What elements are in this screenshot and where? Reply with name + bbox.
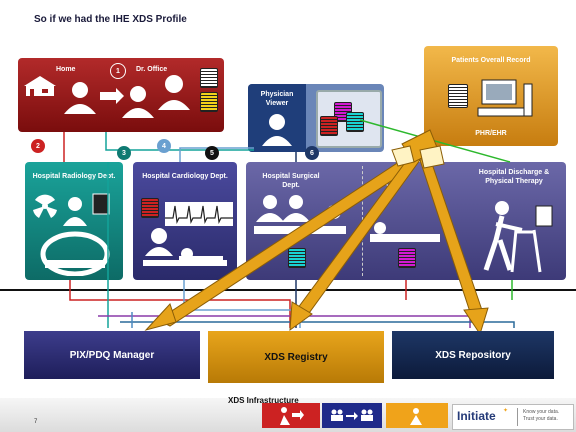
page-number: 7 bbox=[34, 419, 38, 425]
surgical-icu-discharge-panel: Hospital Surgical Dept. U Hospital Disch… bbox=[246, 162, 566, 280]
xds-repository-box: XDS Repository bbox=[392, 331, 554, 379]
home-doctor-office-panel: Home Dr. Office bbox=[18, 58, 224, 132]
surgeon-icon bbox=[256, 195, 284, 222]
step-badge-4: 4 bbox=[157, 139, 171, 153]
xds-source-icon bbox=[419, 145, 445, 169]
logo-tagline: Know your data. Trust your data. bbox=[523, 409, 560, 422]
footer-tile-orange bbox=[386, 403, 448, 428]
scanner-icon bbox=[40, 231, 110, 276]
cardiology-label: Hospital Cardiology Dept. bbox=[142, 173, 228, 180]
computer-icon bbox=[477, 79, 533, 117]
document-icon bbox=[346, 112, 364, 132]
initiate-logo: Initiate ✦ Know your data. Trust your da… bbox=[452, 404, 574, 430]
icu-bed-icon bbox=[370, 234, 440, 242]
pix-pdq-manager-box: PIX/PDQ Manager bbox=[24, 331, 200, 379]
step-badge-2: 2 bbox=[31, 139, 45, 153]
sparkle-icon: ✦ bbox=[503, 408, 509, 414]
document-icon bbox=[398, 248, 416, 268]
document-icon bbox=[92, 193, 110, 215]
xds-source-icon bbox=[391, 145, 415, 167]
phr-ehr-label: PHR/EHR bbox=[475, 130, 507, 137]
flow-line bbox=[179, 147, 254, 162]
footer-tile-blue bbox=[322, 403, 382, 428]
slide-title: So if we had the IHE XDS Profile bbox=[34, 14, 187, 25]
radiology-dept-panel: Hospital Radiology Dept. bbox=[25, 162, 123, 280]
document-icon bbox=[200, 92, 218, 112]
physician-viewer-panel: Physician Viewer bbox=[248, 84, 384, 152]
document-icon bbox=[200, 68, 218, 88]
technician-icon bbox=[68, 197, 82, 211]
xds-registry-box: XDS Registry bbox=[208, 331, 384, 383]
doctor-person-icon bbox=[158, 75, 190, 110]
step-badge-3: 3 bbox=[117, 146, 131, 160]
step-badge-6: 6 bbox=[305, 146, 319, 160]
document-icon bbox=[320, 116, 338, 136]
xds-arrows bbox=[144, 129, 489, 336]
flow-line bbox=[359, 119, 511, 163]
document-icon bbox=[535, 205, 553, 227]
house-icon bbox=[24, 76, 56, 96]
patients-overall-record-panel: Patients Overall Record PHR/EHR bbox=[424, 46, 558, 146]
dr-office-label: Dr. Office bbox=[136, 66, 168, 73]
footer-tile-red bbox=[262, 403, 320, 428]
section-separator bbox=[0, 289, 576, 291]
logo-divider bbox=[517, 408, 518, 426]
xds-infrastructure-label: XDS Infrastructure bbox=[228, 396, 299, 405]
step-badge-1: 1 bbox=[110, 63, 126, 79]
flow-line bbox=[105, 132, 254, 151]
people-transfer-icon bbox=[331, 409, 373, 421]
document-icon bbox=[448, 84, 468, 108]
cardiology-dept-panel: Hospital Cardiology Dept. bbox=[133, 162, 237, 280]
radiology-illustration bbox=[33, 193, 110, 276]
walker-patient-icon bbox=[483, 201, 542, 273]
ecg-waveform-icon bbox=[165, 202, 233, 226]
patient-bed-illustration bbox=[143, 228, 227, 266]
home-label: Home bbox=[56, 66, 76, 73]
initiate-logo-text: Initiate bbox=[457, 409, 496, 423]
surgeon-icon bbox=[282, 195, 310, 222]
radiation-symbol-icon bbox=[33, 194, 57, 218]
physician-icon bbox=[262, 114, 292, 146]
patient-person-icon bbox=[122, 86, 154, 118]
arrowhead-icon bbox=[144, 303, 177, 331]
viewer-screen bbox=[316, 90, 382, 148]
arrow-to-registry-icon bbox=[291, 155, 421, 321]
step-badge-5: 5 bbox=[205, 146, 219, 160]
arrow-to-repository-icon bbox=[419, 157, 485, 319]
person-network-icon bbox=[410, 408, 422, 425]
document-icon bbox=[288, 248, 306, 268]
arrowhead-icon bbox=[289, 301, 313, 332]
patient-person-icon bbox=[64, 82, 96, 114]
person-arrow-icon bbox=[280, 407, 304, 425]
flow-line bbox=[120, 321, 515, 328]
radiology-label: Hospital Radiology Dept. bbox=[32, 173, 116, 180]
discharge-label: Hospital Discharge & Physical Therapy bbox=[478, 169, 550, 185]
arrow-right-icon bbox=[100, 88, 124, 104]
flow-line bbox=[69, 280, 291, 328]
surgical-label: Hospital Surgical Dept. bbox=[262, 173, 320, 189]
home-office-illustration bbox=[24, 75, 190, 118]
arrowhead-icon bbox=[463, 307, 489, 336]
document-icon bbox=[141, 198, 159, 218]
patients-record-label: Patients Overall Record bbox=[451, 57, 531, 64]
physician-viewer-label: Physician Viewer bbox=[260, 91, 294, 107]
